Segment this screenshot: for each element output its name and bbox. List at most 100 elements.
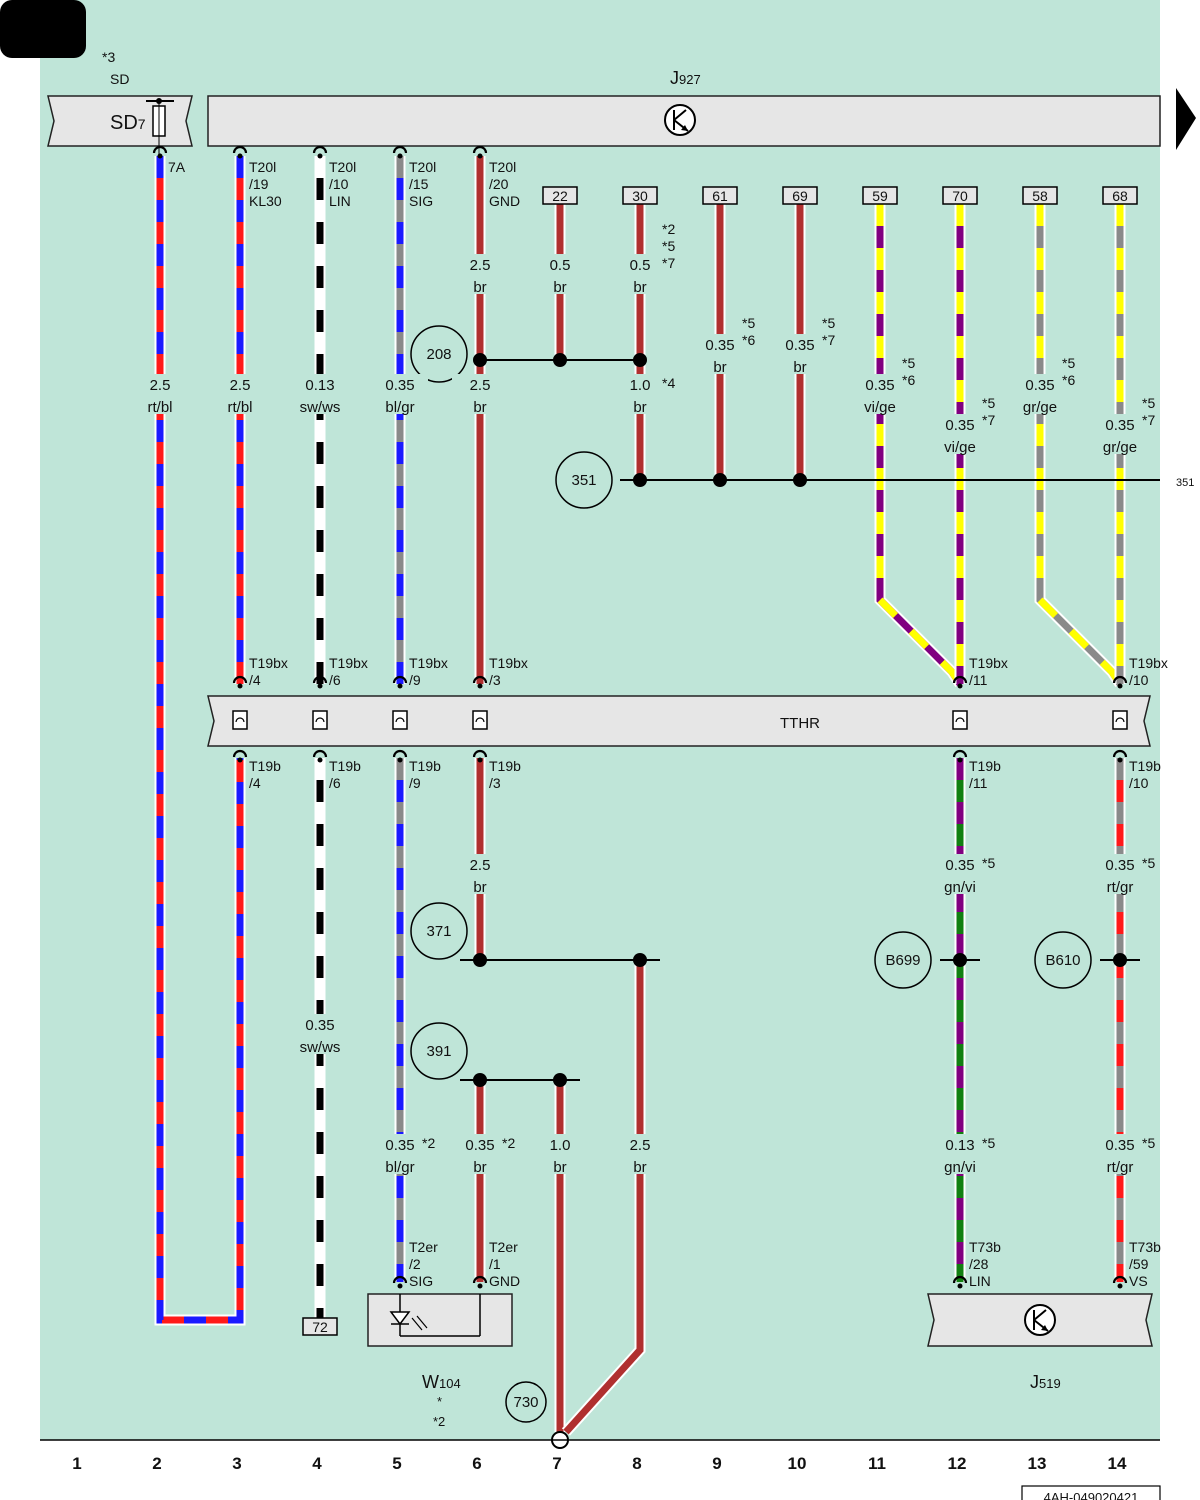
pin-label: /9 xyxy=(409,775,421,791)
connector-pin-dot xyxy=(957,1283,963,1289)
connector-pin-icon xyxy=(232,749,248,758)
wire-size: 0.35 xyxy=(1105,1137,1134,1154)
wire-note: *7 xyxy=(982,412,995,428)
splice-id: 208 xyxy=(426,346,451,363)
column-number: 9 xyxy=(712,1454,721,1473)
pin-label: /4 xyxy=(249,672,261,688)
wire-color: sw/ws xyxy=(300,1039,341,1056)
connector-pin-icon xyxy=(392,675,408,684)
continue-arrow-icon[interactable] xyxy=(1176,88,1196,150)
connector-pin-dot xyxy=(477,1283,483,1289)
connector-pin-icon xyxy=(472,145,488,154)
footer-id: 4AH-049020421 xyxy=(1044,1490,1139,1500)
pin-label: T20l xyxy=(329,159,356,175)
label-bg xyxy=(772,334,828,374)
splice-circle xyxy=(555,451,613,509)
pin-label: /11 xyxy=(969,775,988,791)
connector-cavity xyxy=(232,710,248,730)
label-bg xyxy=(852,374,908,414)
wire-size: 0.5 xyxy=(630,257,651,274)
terminal-box xyxy=(622,186,658,205)
column-number: 4 xyxy=(312,1454,322,1473)
pin-label: T19b xyxy=(409,758,441,774)
label-bg xyxy=(452,374,508,414)
connector-pin-icon xyxy=(472,675,488,684)
pin-label: /4 xyxy=(249,775,261,791)
label-bg xyxy=(372,1134,428,1174)
pin-label: /6 xyxy=(329,775,341,791)
terminal-label: 58 xyxy=(1032,188,1048,204)
connector-pin-dot xyxy=(957,683,963,689)
splice-circle xyxy=(1034,931,1092,989)
wire-note: *5 xyxy=(902,355,915,371)
pin-label: T20l xyxy=(249,159,276,175)
pin-label: LIN xyxy=(329,193,351,209)
pin-label: T19bx xyxy=(969,655,1008,671)
label-bg xyxy=(692,334,748,374)
wire-color: br xyxy=(713,359,726,376)
connector-pin-dot xyxy=(397,683,403,689)
wire-color: rt/bl xyxy=(147,399,172,416)
wire-note: *2 xyxy=(502,1135,515,1151)
splice-node xyxy=(793,473,807,487)
connector-cavity xyxy=(1112,710,1128,730)
splice-circle xyxy=(505,1381,547,1423)
pin-label: T19bx xyxy=(489,655,528,671)
column-number: 5 xyxy=(392,1454,401,1473)
wire-size: 0.13 xyxy=(945,1137,974,1154)
label-bg xyxy=(612,1134,668,1174)
label-bg xyxy=(452,1134,508,1174)
fuse-sd7-label: SD7 xyxy=(110,112,146,134)
pin-label: /15 xyxy=(409,176,429,192)
pin-label: /19 xyxy=(249,176,269,192)
label-bg xyxy=(1092,414,1148,454)
connector-pin-dot xyxy=(1117,1283,1123,1289)
terminal-label: 68 xyxy=(1112,188,1128,204)
j519-label: J519 xyxy=(1030,1372,1061,1392)
wire-size: 1.0 xyxy=(630,377,651,394)
pin-label: /3 xyxy=(489,775,501,791)
wire-note: *5 xyxy=(982,1135,995,1151)
label-bg xyxy=(212,374,268,414)
wire-size: 2.5 xyxy=(150,377,171,394)
terminal-label: 70 xyxy=(952,188,968,204)
label-bg xyxy=(612,254,668,294)
pin-label: /6 xyxy=(329,672,341,688)
splice-node xyxy=(953,953,967,967)
pin-label: /11 xyxy=(969,672,988,688)
connector-pin-icon xyxy=(952,749,968,758)
wire-note: *6 xyxy=(902,372,915,388)
terminal-box xyxy=(942,186,978,205)
pin-label: KL30 xyxy=(249,193,282,209)
label-bg xyxy=(532,254,588,294)
connector-pin-dot xyxy=(1117,683,1123,689)
wire-color: gr/ge xyxy=(1103,439,1137,456)
wire-size: 0.35 xyxy=(945,417,974,434)
splice-node xyxy=(473,353,487,367)
connector-tthr-label: TTHR xyxy=(780,715,820,732)
wire-size: 1.0 xyxy=(550,1137,571,1154)
pin-label: LIN xyxy=(969,1273,991,1289)
wire-note: *7 xyxy=(662,255,675,271)
splice-id: 730 xyxy=(513,1394,538,1411)
splice-node xyxy=(473,953,487,967)
wire-color: sw/ws xyxy=(300,399,341,416)
wire-color: gn/vi xyxy=(944,1159,976,1176)
wire-note: *7 xyxy=(1142,412,1155,428)
wire-color: br xyxy=(633,279,646,296)
column-number: 1 xyxy=(72,1454,81,1473)
pin-label: /2 xyxy=(409,1256,421,1272)
column-number: 6 xyxy=(472,1454,481,1473)
wire-size: 2.5 xyxy=(470,257,491,274)
splice-node xyxy=(553,353,567,367)
connector-pin-dot xyxy=(1117,757,1123,763)
pin-label: GND xyxy=(489,1273,520,1289)
control-unit-icon xyxy=(1024,1304,1056,1336)
connector-pin-dot xyxy=(477,683,483,689)
pin-label: T19bx xyxy=(1129,655,1168,671)
splice-id: B699 xyxy=(885,952,920,969)
wire-color: br xyxy=(553,279,566,296)
wire-color: rt/gr xyxy=(1107,879,1134,896)
